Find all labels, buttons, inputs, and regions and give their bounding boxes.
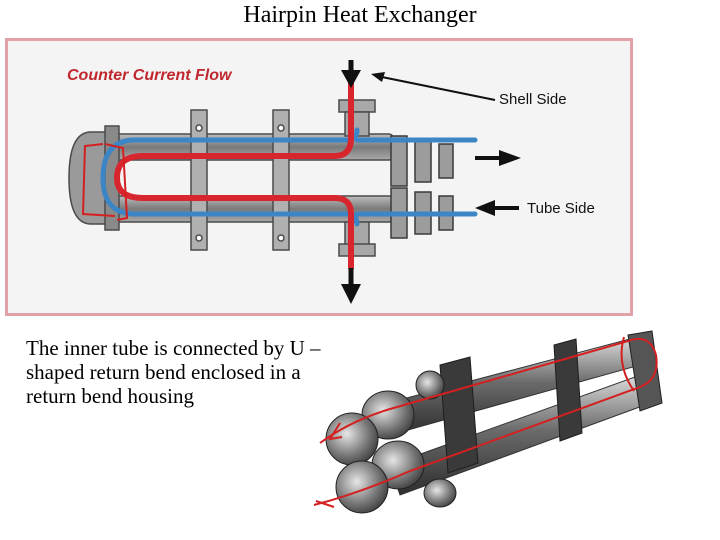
page-title: Hairpin Heat Exchanger [243, 2, 477, 28]
hairpin-exchanger-photo [313, 330, 663, 514]
shell-side-pointer [371, 72, 496, 101]
tube-side-label: Tube Side [527, 200, 595, 217]
counter-current-flow-diagram: Counter Current Flow [5, 38, 633, 316]
photo-flanges [325, 370, 457, 514]
tube-side-flow [113, 75, 354, 271]
shell-side-label: Shell Side [499, 91, 567, 108]
photo-red-annotations [313, 336, 658, 508]
flow-arrows [341, 60, 521, 304]
caption-text: The inner tube is connected by U – shape… [26, 336, 321, 408]
return-bend-annotation [81, 143, 129, 221]
diagram-heading: Counter Current Flow [67, 67, 233, 84]
tube-end-flanges [390, 135, 454, 239]
